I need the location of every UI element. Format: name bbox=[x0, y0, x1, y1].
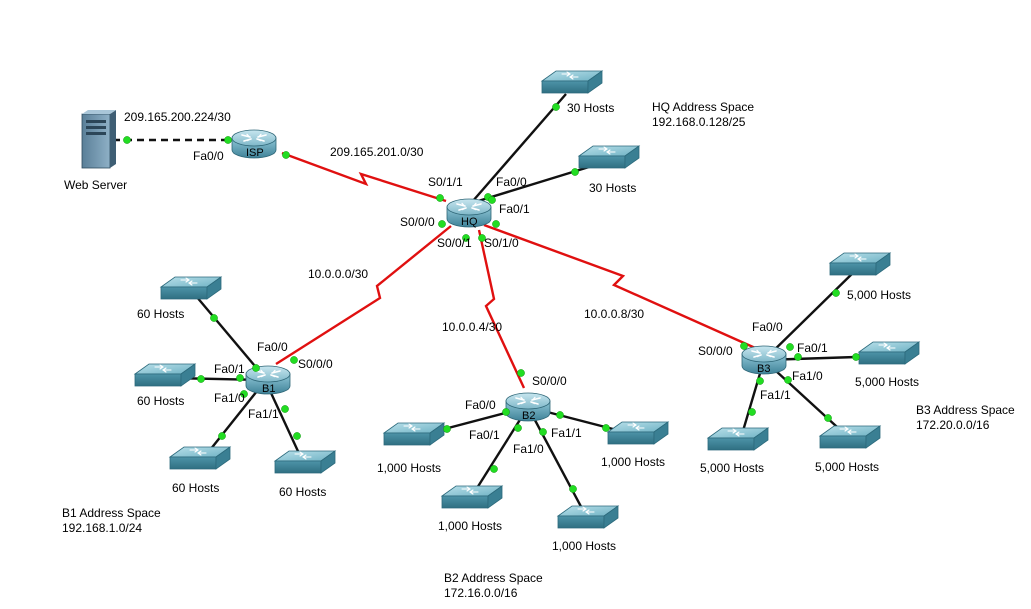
address-space-b1-title: B1 Address Space bbox=[62, 506, 161, 520]
if-label-hq-s001: S0/0/1 bbox=[437, 236, 472, 250]
switch-b2-3-icon[interactable] bbox=[557, 505, 619, 529]
switch-hq-1-icon[interactable] bbox=[541, 70, 603, 94]
network-label-hq-b2: 10.0.0.4/30 bbox=[442, 320, 502, 334]
if-label-b2-s000: S0/0/0 bbox=[532, 374, 567, 388]
serial-link-hq-b1 bbox=[275, 225, 452, 366]
switch-b3-3-icon[interactable] bbox=[707, 427, 769, 451]
serial-link-hq-b2 bbox=[477, 229, 526, 389]
hosts-label-b3-4: 5,000 Hosts bbox=[815, 460, 879, 474]
switch-b3-4-icon[interactable] bbox=[819, 425, 881, 449]
address-space-hq-title: HQ Address Space bbox=[652, 100, 754, 114]
serial-link-isp-hq bbox=[281, 151, 447, 203]
if-label-b3-fa01: Fa0/1 bbox=[797, 341, 828, 355]
device-label-b3: B3 bbox=[757, 363, 770, 375]
switch-b2-2-icon[interactable] bbox=[441, 485, 503, 509]
device-label-web-server: Web Server bbox=[64, 178, 127, 192]
address-space-b2-title: B2 Address Space bbox=[444, 571, 543, 585]
if-label-hq-fa01: Fa0/1 bbox=[499, 202, 530, 216]
switch-b1-4-icon[interactable] bbox=[274, 450, 336, 474]
address-space-b2-value: 172.16.0.0/16 bbox=[444, 586, 518, 600]
hosts-label-hq-1: 30 Hosts bbox=[567, 101, 614, 115]
hosts-label-b2-1: 1,000 Hosts bbox=[377, 461, 441, 475]
if-label-b2-fa01: Fa0/1 bbox=[469, 428, 500, 442]
switch-b1-3-icon[interactable] bbox=[169, 446, 231, 470]
address-space-b3-title: B3 Address Space bbox=[916, 403, 1015, 417]
switch-b1-1-icon[interactable] bbox=[160, 276, 222, 300]
device-label-b1: B1 bbox=[262, 383, 275, 395]
port-status-dots bbox=[123, 103, 860, 493]
if-label-b3-s000: S0/0/0 bbox=[698, 344, 733, 358]
address-space-b1-value: 192.168.1.0/24 bbox=[62, 521, 142, 535]
switch-b2-1-icon[interactable] bbox=[383, 422, 445, 446]
hosts-label-b1-3: 60 Hosts bbox=[172, 481, 219, 495]
if-label-b1-s000: S0/0/0 bbox=[298, 357, 333, 371]
switch-b3-1-icon[interactable] bbox=[829, 252, 891, 276]
device-label-hq: HQ bbox=[461, 216, 478, 228]
hosts-label-b3-1: 5,000 Hosts bbox=[847, 288, 911, 302]
if-label-hq-s010: S0/1/0 bbox=[484, 236, 519, 250]
device-label-isp: ISP bbox=[246, 147, 264, 159]
if-label-b3-fa11: Fa1/1 bbox=[760, 388, 791, 402]
if-label-hq-s011: S0/1/1 bbox=[428, 175, 463, 189]
hosts-label-b2-3: 1,000 Hosts bbox=[552, 539, 616, 553]
network-label-isp-hq: 209.165.201.0/30 bbox=[330, 145, 424, 159]
hosts-label-hq-2: 30 Hosts bbox=[589, 181, 636, 195]
if-label-b3-fa00: Fa0/0 bbox=[752, 320, 783, 334]
hosts-label-b1-1: 60 Hosts bbox=[137, 307, 184, 321]
network-label-hq-b1: 10.0.0.0/30 bbox=[308, 267, 368, 281]
if-label-b1-fa00: Fa0/0 bbox=[257, 340, 288, 354]
if-label-b2-fa00: Fa0/0 bbox=[465, 398, 496, 412]
hosts-label-b3-3: 5,000 Hosts bbox=[700, 461, 764, 475]
if-label-b3-fa10: Fa1/0 bbox=[792, 369, 823, 383]
hosts-label-b2-4: 1,000 Hosts bbox=[601, 455, 665, 469]
switch-b3-2-icon[interactable] bbox=[858, 341, 920, 365]
if-label-isp-fa00: Fa0/0 bbox=[193, 149, 224, 163]
switch-b1-2-icon[interactable] bbox=[134, 363, 196, 387]
network-label-isp-server: 209.165.200.224/30 bbox=[124, 110, 231, 124]
if-label-b2-fa10: Fa1/0 bbox=[513, 442, 544, 456]
network-label-hq-b3: 10.0.0.8/30 bbox=[584, 307, 644, 321]
hosts-label-b2-2: 1,000 Hosts bbox=[438, 519, 502, 533]
address-space-b3-value: 172.20.0.0/16 bbox=[916, 418, 990, 432]
web-server-icon[interactable] bbox=[81, 110, 116, 169]
if-label-hq-fa00: Fa0/0 bbox=[496, 175, 527, 189]
if-label-b2-fa11: Fa1/1 bbox=[551, 426, 582, 440]
address-space-hq-value: 192.168.0.128/25 bbox=[652, 115, 746, 129]
if-label-b1-fa10: Fa1/0 bbox=[214, 391, 245, 405]
hosts-label-b1-2: 60 Hosts bbox=[137, 394, 184, 408]
hosts-label-b1-4: 60 Hosts bbox=[279, 485, 326, 499]
switch-b2-4-icon[interactable] bbox=[607, 421, 669, 445]
if-label-hq-s000: S0/0/0 bbox=[400, 215, 435, 229]
device-label-b2: B2 bbox=[522, 410, 535, 422]
if-label-b1-fa11: Fa1/1 bbox=[248, 407, 279, 421]
serial-link-hq-b3 bbox=[483, 223, 763, 353]
hosts-label-b3-2: 5,000 Hosts bbox=[855, 375, 919, 389]
if-label-b1-fa01: Fa0/1 bbox=[214, 362, 245, 376]
switch-hq-2-icon[interactable] bbox=[578, 145, 640, 169]
